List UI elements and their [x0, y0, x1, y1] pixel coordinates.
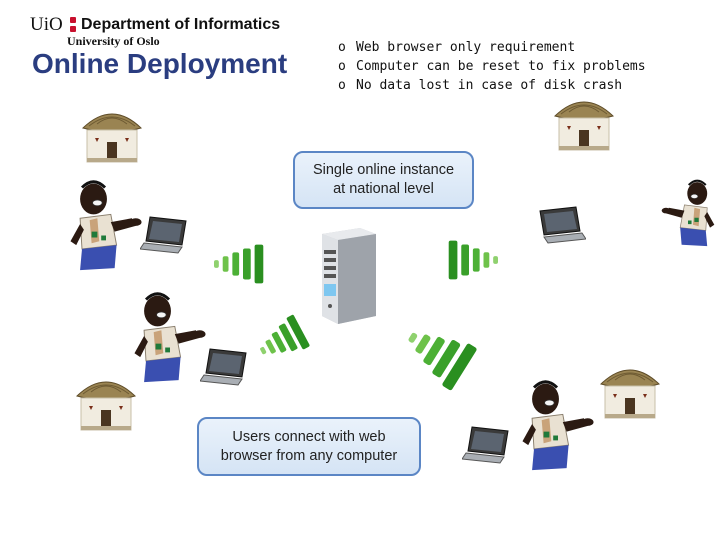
hut-icon — [76, 106, 148, 166]
wireless-signal-icon — [397, 315, 487, 397]
bullet-text: Computer can be reset to fix problems — [356, 59, 646, 74]
laptop-icon — [140, 214, 190, 256]
laptop-icon — [200, 346, 250, 388]
logo-uio-text: UiO — [30, 14, 63, 35]
server-icon — [312, 226, 382, 326]
wireless-signal-icon — [252, 310, 318, 369]
central-instance-box: Single online instance at national level — [293, 151, 474, 209]
box-line: Users connect with web — [232, 428, 386, 445]
bullet-text: Web browser only requirement — [356, 40, 576, 55]
hut-icon — [548, 94, 620, 154]
logo-university-text: University of Oslo — [67, 34, 160, 48]
wireless-signal-icon — [214, 244, 272, 284]
box-line: browser from any computer — [220, 447, 398, 464]
logo-department-text: Department of Informatics — [81, 16, 281, 33]
box-line: Single online instance — [312, 162, 455, 178]
page-title: Online Deployment — [32, 48, 288, 79]
logo-dots-icon — [70, 17, 78, 33]
box-line: at national level — [333, 181, 434, 197]
laptop-icon — [536, 204, 586, 246]
wireless-signal-icon — [440, 240, 498, 280]
person-icon — [510, 376, 606, 472]
users-connect-box: Users connect with web browser from any … — [197, 417, 421, 476]
uio-logo: UiO Department of Informatics University… — [30, 14, 280, 48]
person-icon — [656, 162, 720, 262]
bullet-text: No data lost in case of disk crash — [356, 78, 623, 93]
laptop-icon — [462, 424, 512, 466]
